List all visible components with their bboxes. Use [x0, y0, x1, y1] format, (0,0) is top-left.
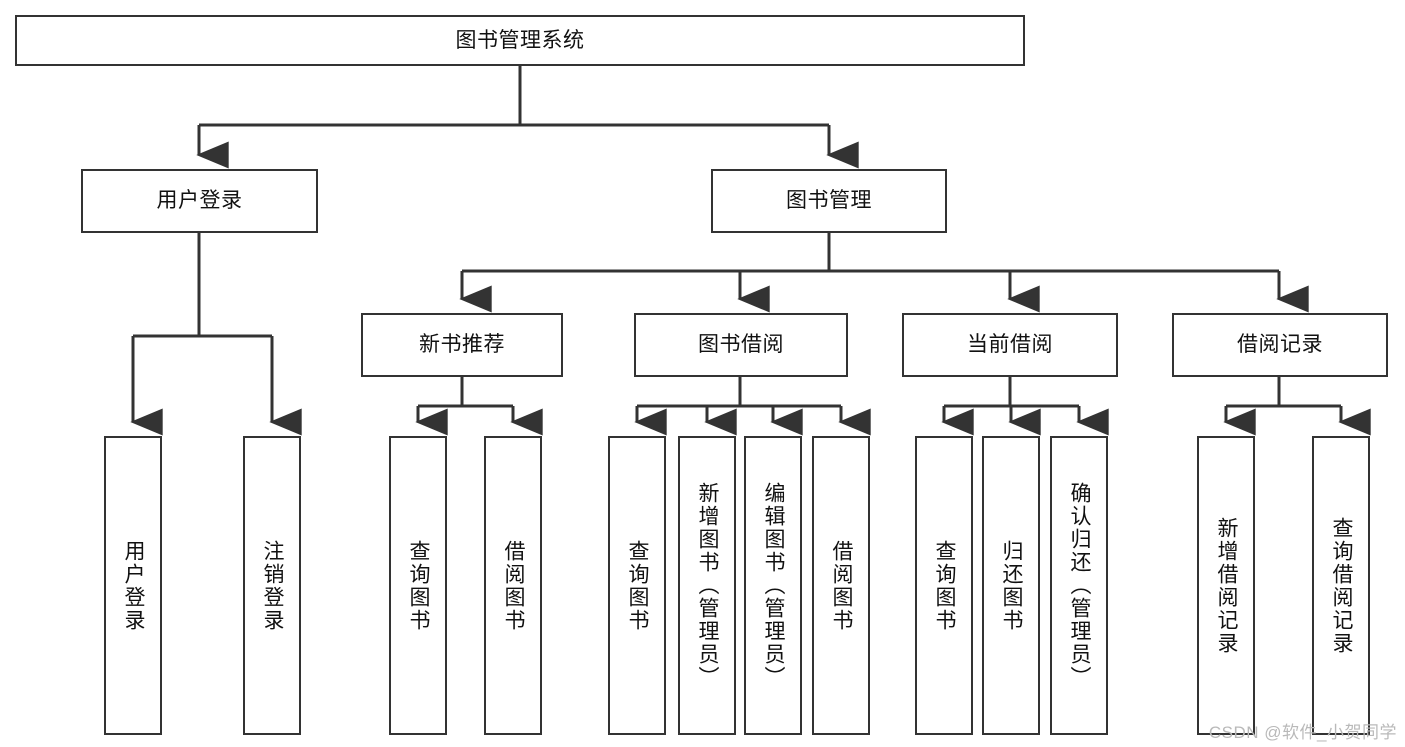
node-current-borrow[interactable]: 当前借阅: [902, 313, 1118, 377]
leaf-current-borrow-query[interactable]: 查询图书: [915, 436, 973, 735]
leaf-new-book-query[interactable]: 查询图书: [389, 436, 447, 735]
leaf-current-borrow-confirm[interactable]: 确认归还（管理员）: [1050, 436, 1108, 735]
node-root[interactable]: 图书管理系统: [15, 15, 1025, 66]
node-book-manage[interactable]: 图书管理: [711, 169, 947, 233]
leaf-label: 归还图书: [1000, 539, 1024, 632]
leaf-label: 查询借阅记录: [1330, 516, 1354, 655]
leaf-label: 查询图书: [626, 539, 650, 632]
leaf-label: 新增借阅记录: [1215, 516, 1239, 655]
leaf-label: 确认归还（管理员）: [1068, 482, 1092, 689]
leaf-borrow-record-query[interactable]: 查询借阅记录: [1312, 436, 1370, 735]
leaf-user-login-login[interactable]: 用户登录: [104, 436, 162, 735]
node-root-label: 图书管理系统: [455, 28, 585, 52]
leaf-label: 新增图书（管理员）: [696, 482, 720, 689]
leaf-book-borrow-add[interactable]: 新增图书（管理员）: [678, 436, 736, 735]
node-book-manage-label: 图书管理: [786, 189, 872, 213]
leaf-label: 用户登录: [122, 539, 146, 632]
leaf-label: 借阅图书: [502, 539, 526, 632]
leaf-book-borrow-borrow[interactable]: 借阅图书: [812, 436, 870, 735]
node-book-borrow[interactable]: 图书借阅: [634, 313, 848, 377]
leaf-label: 编辑图书（管理员）: [762, 482, 786, 689]
node-new-book-recommend[interactable]: 新书推荐: [361, 313, 563, 377]
leaf-user-login-logout[interactable]: 注销登录: [243, 436, 301, 735]
leaf-book-borrow-edit[interactable]: 编辑图书（管理员）: [744, 436, 802, 735]
leaf-label: 借阅图书: [830, 539, 854, 632]
node-borrow-record[interactable]: 借阅记录: [1172, 313, 1388, 377]
leaf-label: 注销登录: [261, 539, 285, 632]
leaf-book-borrow-query[interactable]: 查询图书: [608, 436, 666, 735]
node-book-borrow-label: 图书借阅: [698, 333, 784, 357]
node-user-login-label: 用户登录: [156, 189, 243, 213]
leaf-new-book-borrow[interactable]: 借阅图书: [484, 436, 542, 735]
node-current-borrow-label: 当前借阅: [967, 333, 1053, 357]
leaf-label: 查询图书: [407, 539, 431, 632]
leaf-current-borrow-return[interactable]: 归还图书: [982, 436, 1040, 735]
node-user-login[interactable]: 用户登录: [81, 169, 318, 233]
node-new-book-recommend-label: 新书推荐: [419, 333, 505, 357]
node-borrow-record-label: 借阅记录: [1237, 333, 1323, 357]
leaf-borrow-record-add[interactable]: 新增借阅记录: [1197, 436, 1255, 735]
csdn-watermark: CSDN @软件_小贺同学: [1208, 723, 1397, 742]
leaf-label: 查询图书: [933, 539, 957, 632]
